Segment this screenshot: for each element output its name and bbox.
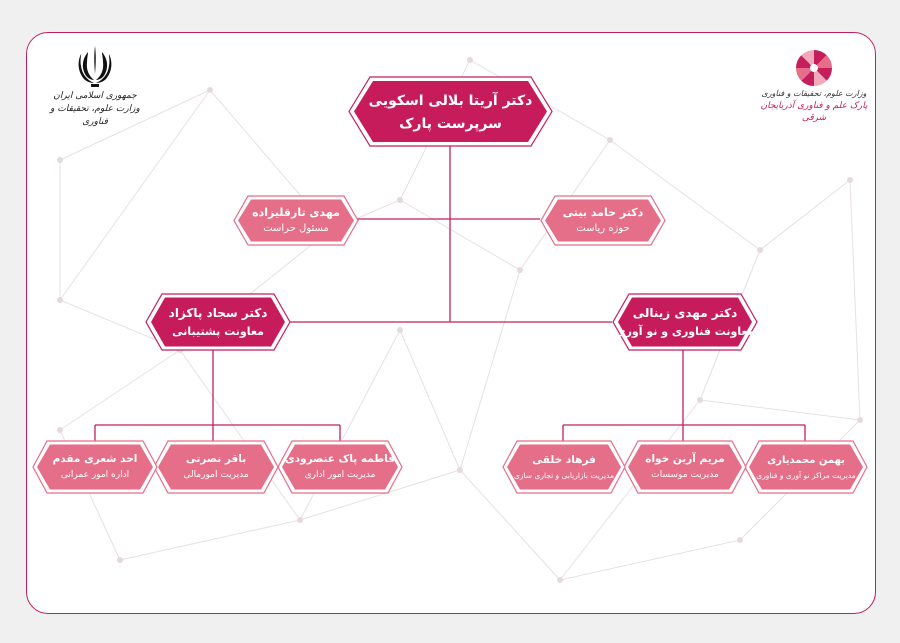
node-centers-role: مدیریت مراکز نو آوری و فناوری bbox=[756, 470, 856, 480]
node-office-shape bbox=[540, 195, 666, 246]
node-institutes-role: مدیریت موسسات bbox=[651, 470, 719, 480]
node-support-shape bbox=[145, 293, 291, 351]
node-civil: احد شعری مقدم اداره امور عمرانی bbox=[32, 440, 158, 494]
node-head: دکتر آریتا بلالی اسکویی سرپرست پارک bbox=[348, 76, 553, 147]
node-office: دکتر حامد بیتی حوزه ریاست bbox=[540, 195, 666, 246]
node-security: مهدی تارقلیزاده مسئول حراست bbox=[233, 195, 359, 246]
node-admin-role: مدیریت امور اداری bbox=[304, 470, 376, 480]
node-civil-role: اداره امور عمرانی bbox=[60, 470, 130, 480]
node-institutes-shape bbox=[623, 440, 747, 494]
node-marketing-shape bbox=[502, 440, 626, 494]
node-office-name: دکتر حامد بیتی bbox=[562, 206, 644, 219]
node-head-shape bbox=[348, 76, 553, 147]
node-tech-shape bbox=[612, 293, 758, 351]
node-institutes-name: مریم آرین خواه bbox=[645, 453, 725, 465]
node-admin-name: فاطمه پاک عنصرودی bbox=[285, 453, 395, 465]
node-centers: بهمن محمدیاری مدیریت مراکز نو آوری و فنا… bbox=[744, 440, 868, 494]
node-tech-role: معاونت فناوری و نو آوری bbox=[615, 325, 755, 338]
node-security-shape bbox=[233, 195, 359, 246]
node-marketing-name: فرهاد خلقی bbox=[532, 453, 596, 466]
node-head-role: سرپرست پارک bbox=[399, 115, 502, 132]
node-finance-shape bbox=[153, 440, 279, 494]
node-support-name: دکتر سجاد پاکزاد bbox=[168, 306, 268, 320]
park-logo-icon bbox=[796, 50, 832, 86]
node-marketing: فرهاد خلقی مدیریت بازاریابی و تجاری سازی bbox=[502, 440, 626, 494]
node-marketing-role: مدیریت بازاریابی و تجاری سازی bbox=[514, 470, 614, 480]
logo-left-line2: وزارت علوم، تحقیقات و فناوری bbox=[50, 104, 140, 127]
node-admin-shape bbox=[277, 440, 403, 494]
logo-right-line1: وزارت علوم، تحقیقات و فناوری bbox=[761, 89, 867, 98]
ministry-logo: جمهوری اسلامی ایران وزارت علوم، تحقیقات … bbox=[40, 44, 150, 134]
node-finance-name: باقر نصرتی bbox=[185, 453, 247, 465]
node-tech-name: دکتر مهدی زینالی bbox=[632, 306, 738, 320]
node-civil-name: احد شعری مقدم bbox=[52, 453, 138, 465]
node-admin: فاطمه پاک عنصرودی مدیریت امور اداری bbox=[277, 440, 403, 494]
logo-right-line2: پارک علم و فناوری آذربایجان شرقی bbox=[760, 101, 868, 123]
node-centers-name: بهمن محمدیاری bbox=[767, 454, 845, 466]
node-finance: باقر نصرتی مدیریت امورمالی bbox=[153, 440, 279, 494]
node-office-role: حوزه ریاست bbox=[576, 223, 630, 234]
node-security-name: مهدی تارقلیزاده bbox=[252, 206, 340, 219]
node-civil-shape bbox=[32, 440, 158, 494]
node-finance-role: مدیریت امورمالی bbox=[183, 470, 249, 480]
node-tech: دکتر مهدی زینالی معاونت فناوری و نو آوری bbox=[612, 293, 758, 351]
node-support-role: معاونت پشتیبانی bbox=[172, 325, 264, 338]
node-institutes: مریم آرین خواه مدیریت موسسات bbox=[623, 440, 747, 494]
logo-left-line1: جمهوری اسلامی ایران bbox=[53, 91, 137, 101]
node-head-name: دکتر آریتا بلالی اسکویی bbox=[368, 92, 533, 109]
node-security-role: مسئول حراست bbox=[263, 223, 329, 234]
iran-emblem-icon bbox=[78, 46, 112, 87]
node-support: دکتر سجاد پاکزاد معاونت پشتیبانی bbox=[145, 293, 291, 351]
node-centers-shape bbox=[744, 440, 868, 494]
park-logo: وزارت علوم، تحقیقات و فناوری پارک علم و … bbox=[760, 48, 868, 138]
